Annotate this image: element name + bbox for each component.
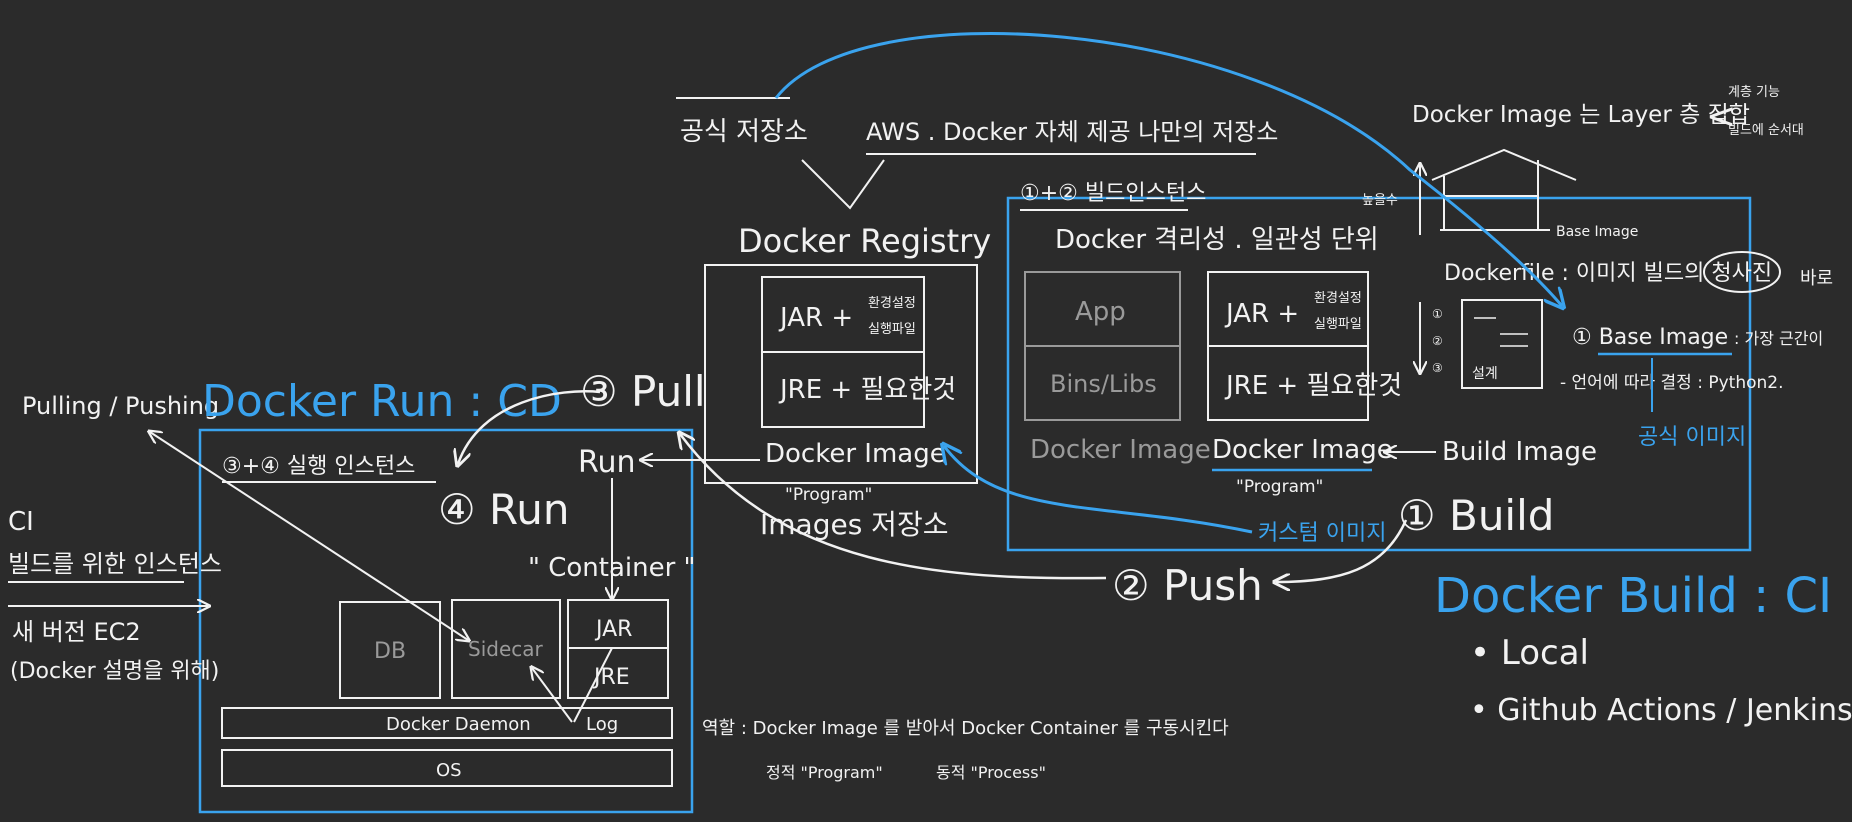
dynamic-process-note: 동적 "Process" bbox=[936, 763, 1046, 782]
base-tag-label: Base Image bbox=[1556, 224, 1638, 240]
official-to-base-image-arrow bbox=[774, 32, 1562, 306]
build-instance-box[interactable] bbox=[1006, 196, 1752, 552]
run-group: Pulling / Pushing Docker Run : CD ③ Pull… bbox=[22, 367, 1229, 814]
log-label: Log bbox=[586, 714, 618, 735]
left-docker-image-label: Docker Image bbox=[1030, 435, 1211, 465]
build-jar-note-1: 환경설정 bbox=[1314, 291, 1362, 306]
isolation-label: Docker 격리성 . 일관성 단위 bbox=[1055, 225, 1379, 255]
height-label: 높을수 bbox=[1362, 193, 1398, 208]
sidecar-box bbox=[451, 599, 561, 699]
build-docker-image-label: Docker Image bbox=[1212, 435, 1393, 465]
build-step-label: ① Build bbox=[1398, 491, 1554, 540]
registry-jre-label: JRE + 필요한것 bbox=[778, 375, 956, 405]
db-label: DB bbox=[374, 639, 406, 664]
layers-side-note-2: 빌드에 순서대 bbox=[1728, 123, 1804, 138]
docker-daemon-label: Docker Daemon bbox=[386, 714, 531, 735]
dockerfile-line: Dockerfile : 이미지 빌드의 청사진 bbox=[1444, 261, 1772, 286]
container-jre-label: JRE bbox=[592, 665, 630, 690]
build-section-title: Docker Build : CI bbox=[1434, 568, 1832, 624]
order-num-2: ② bbox=[1432, 334, 1443, 348]
registry-jar-label: JAR + bbox=[778, 303, 853, 333]
ci-label: CI bbox=[8, 507, 34, 537]
build-jar-note-2: 실행파일 bbox=[1314, 316, 1362, 332]
log-link-sidecar bbox=[532, 668, 573, 723]
static-program-note: 정적 "Program" bbox=[766, 763, 883, 782]
registry-v-connector bbox=[801, 159, 885, 210]
docker-note-label: (Docker 설명을 위해) bbox=[10, 659, 219, 684]
layers-headline: Docker Image 는 Layer 층 집합 bbox=[1412, 102, 1750, 128]
log-link-jre bbox=[573, 647, 613, 723]
build-jre-label: JRE + 필요한것 bbox=[1224, 371, 1402, 401]
libs-layer-label: Bins/Libs bbox=[1050, 370, 1157, 398]
sidecar-label: Sidecar bbox=[468, 637, 544, 661]
blueprint-highlight-circle bbox=[1703, 251, 1781, 293]
container-jar-label: JAR bbox=[594, 617, 632, 642]
os-bar bbox=[221, 749, 673, 787]
layers-note-group: Docker Image 는 Layer 층 집합 < 계층 기능 빌드에 순서… bbox=[1362, 85, 1833, 450]
run-instance-label: ③+④ 실행 인스턴스 bbox=[222, 454, 415, 479]
arrow-note: 바로 bbox=[1800, 268, 1833, 289]
images-storage-label: Images 저장소 bbox=[760, 508, 948, 541]
app-layer-label: App bbox=[1075, 297, 1126, 327]
pulling-pushing-label: Pulling / Pushing bbox=[22, 392, 219, 420]
build-to-push-arrow bbox=[1276, 519, 1408, 582]
role-line: 역할 : Docker Image 를 받아서 Docker Container… bbox=[702, 718, 1229, 739]
registry-group: 공식 저장소 AWS . Docker 자체 제공 나만의 저장소 Docker… bbox=[676, 97, 1278, 541]
registry-title: Docker Registry bbox=[738, 222, 991, 260]
house-roof-sketch bbox=[1431, 148, 1577, 181]
registry-box bbox=[704, 264, 978, 484]
ec2-label: 새 버전 EC2 bbox=[12, 618, 141, 646]
run-step-label: ④ Run bbox=[438, 485, 570, 534]
build-bullet-ci-tools: • Github Actions / Jenkins bbox=[1470, 693, 1852, 728]
build-jar-label: JAR + bbox=[1224, 299, 1299, 329]
order-num-1: ① bbox=[1432, 307, 1443, 321]
pulling-link-arrow bbox=[150, 432, 468, 640]
run-section-title: Docker Run : CD bbox=[202, 376, 562, 427]
registry-image-quote: "Program" bbox=[785, 485, 872, 505]
ci-instance-label: 빌드를 위한 인스턴스 bbox=[8, 550, 222, 578]
ci-left-group: CI 빌드를 위한 인스턴스 새 버전 EC2 (Docker 설명을 위해) bbox=[8, 507, 222, 684]
pull-to-run-arrow bbox=[458, 390, 601, 464]
build-instance-label: ①+② 빌드인스턴스 bbox=[1020, 181, 1206, 206]
aws-registry-label: AWS . Docker 자체 제공 나만의 저장소 bbox=[866, 118, 1278, 146]
order-num-3: ③ bbox=[1432, 361, 1443, 375]
build-image-quote: "Program" bbox=[1236, 477, 1323, 497]
base-image-note: : 가장 근간이 bbox=[1734, 329, 1823, 348]
base-image-item: ① Base Image bbox=[1572, 325, 1728, 350]
pull-step-label: ③ Pull bbox=[580, 367, 706, 416]
official-image-label: 공식 이미지 bbox=[1638, 425, 1746, 450]
build-group: ①+② 빌드인스턴스 Docker 격리성 . 일관성 단위 App Bins/… bbox=[1006, 181, 1852, 728]
dockerfile-doc-sketch bbox=[1461, 299, 1543, 389]
doc-title: 설계 bbox=[1472, 366, 1498, 382]
os-label: OS bbox=[436, 760, 462, 781]
language-line: - 언어에 따라 결정 : Python2. bbox=[1560, 373, 1784, 393]
run-action-label: Run bbox=[578, 445, 636, 480]
build-bullet-local: • Local bbox=[1470, 633, 1589, 673]
custom-image-label: 커스텀 이미지 bbox=[1258, 521, 1386, 546]
push-to-registry-arrow bbox=[680, 434, 1107, 580]
docker-daemon-bar bbox=[221, 707, 673, 739]
registry-jar-note-1: 환경설정 bbox=[868, 296, 916, 311]
registry-image-label: Docker Image bbox=[765, 439, 946, 469]
layers-side-note-1: 계층 기능 bbox=[1728, 85, 1780, 100]
layers-bracket: < bbox=[1706, 96, 1736, 137]
official-registry-label: 공식 저장소 bbox=[680, 117, 808, 147]
flow-arrows bbox=[458, 32, 1562, 582]
registry-jar-note-2: 실행파일 bbox=[868, 321, 916, 337]
custom-image-to-registry-arrow bbox=[944, 446, 1253, 534]
build-image-action: Build Image bbox=[1442, 437, 1597, 467]
push-step-label: ② Push bbox=[1112, 561, 1263, 610]
